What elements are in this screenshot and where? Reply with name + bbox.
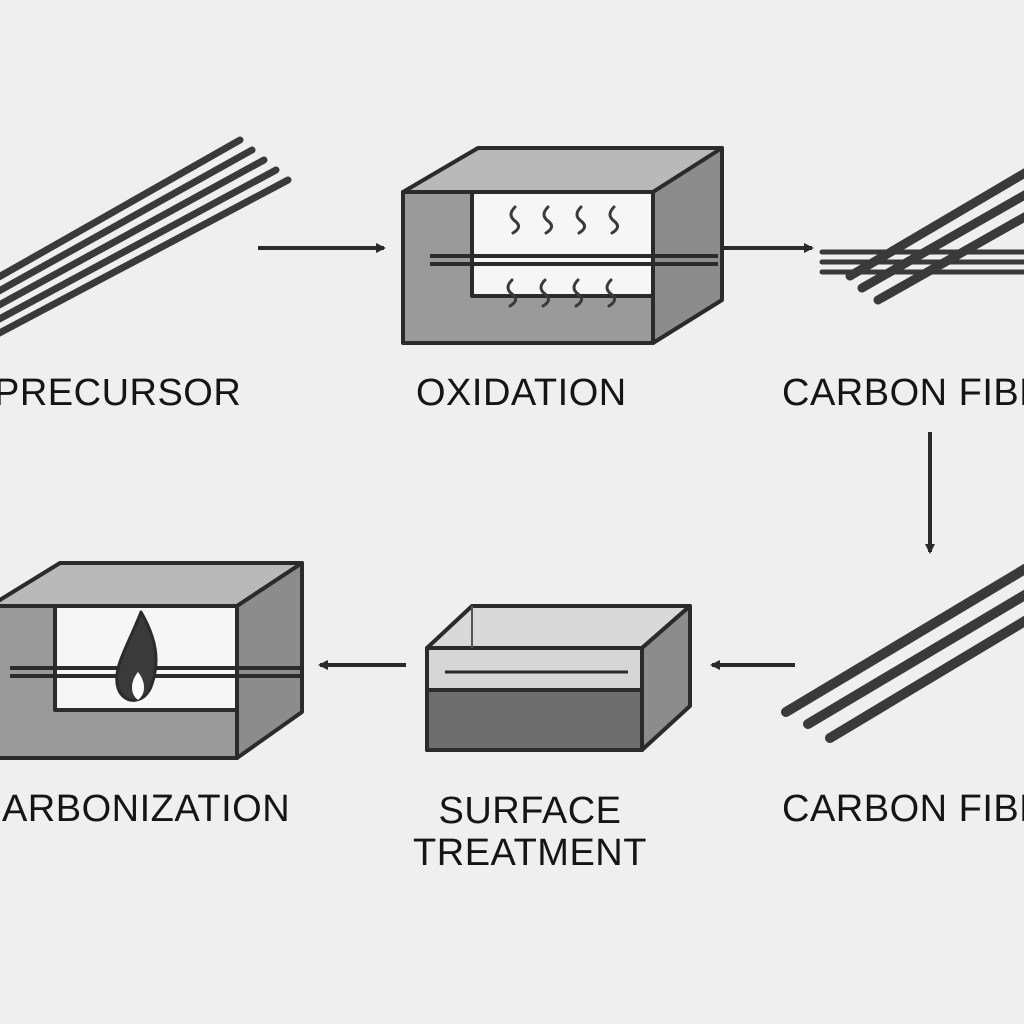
- surface-treatment-label: SURFACE TREATMENT: [400, 790, 660, 874]
- carbon-fiber-top-label: CARBON FIBER: [782, 372, 1024, 414]
- oxidation-label: OXIDATION: [416, 372, 627, 414]
- carbonization-label: CARBONIZATION: [0, 788, 291, 830]
- oxidation-oven: [401, 146, 724, 345]
- surface-treatment-label-line1: SURFACE: [438, 790, 622, 832]
- heat-wave-icons: [506, 205, 619, 308]
- surface-treatment-bath: [425, 604, 692, 752]
- surface-treatment-label-line2: TREATMENT: [413, 832, 647, 874]
- carbonization-furnace: [0, 561, 304, 760]
- flame-icon: [115, 610, 158, 702]
- precursor-fiber-bundle: [0, 136, 292, 337]
- precursor-label: PRECURSOR: [0, 372, 242, 414]
- carbon-fiber-bottom-label: CARBON FIBER: [782, 788, 1024, 830]
- carbon-fiber-bottom-bundle: [781, 563, 1024, 743]
- oxidation-fiber-strands: [430, 254, 718, 266]
- carbon-fiber-top-bundle: [819, 168, 1024, 305]
